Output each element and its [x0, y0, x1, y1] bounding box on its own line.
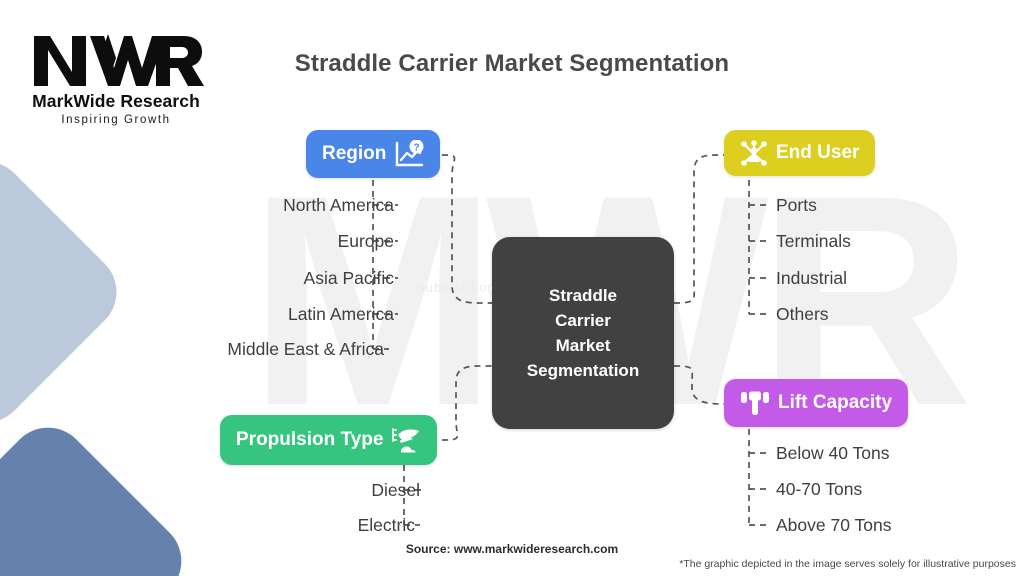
- leaf-lift-capacity-above-70-tons[interactable]: Above 70 Tons: [776, 515, 892, 535]
- branch-node-lift-capacity[interactable]: Lift Capacity: [724, 379, 909, 427]
- source-label[interactable]: Source: www.markwideresearch.com: [405, 542, 619, 556]
- leaf-propulsion-diesel[interactable]: Diesel: [371, 480, 420, 500]
- branch-node-region[interactable]: ? Region: [306, 130, 441, 178]
- branch-label-end-user: End User: [776, 142, 860, 163]
- leaf-end-user-ports[interactable]: Ports: [776, 195, 817, 215]
- branch-label-lift-capacity: Lift Capacity: [778, 392, 893, 413]
- connector-propulsion-center: [441, 365, 493, 441]
- connector-center-enduser: [673, 154, 725, 304]
- disclaimer-note: *The graphic depicted in the image serve…: [679, 558, 1016, 570]
- branch-label-region: Region: [322, 143, 387, 164]
- connector-region-center: [441, 154, 493, 304]
- svg-text:?: ?: [414, 143, 420, 154]
- airplane-cloud-icon: [391, 425, 421, 455]
- center-node-label: Straddle Carrier Market Segmentation: [526, 286, 640, 380]
- brand-name: MarkWide Research: [32, 91, 200, 111]
- network-hub-icon: [740, 140, 768, 166]
- connector-center-liftcapacity: [673, 365, 725, 405]
- brand-tagline: Inspiring Growth: [61, 114, 171, 126]
- page-title: Straddle Carrier Market Segmentation: [294, 50, 730, 77]
- leaf-region-latin-america[interactable]: Latin America: [287, 304, 394, 324]
- logo: MarkWide Research Inspiring Growth: [28, 28, 204, 126]
- dumbbell-icon: [740, 389, 770, 417]
- leaf-end-user-terminals[interactable]: Terminals: [776, 231, 851, 251]
- mwr-logo-icon: [34, 34, 204, 86]
- leaf-lift-capacity-below-40-tons[interactable]: Below 40 Tons: [776, 443, 890, 463]
- chart-question-icon: ?: [394, 140, 424, 168]
- leaf-region-north-america[interactable]: North America: [283, 195, 394, 215]
- branch-node-end-user[interactable]: End User: [724, 130, 876, 176]
- branch-node-propulsion-type[interactable]: Propulsion Type: [220, 415, 438, 465]
- leaf-end-user-others[interactable]: Others: [776, 304, 829, 324]
- leaf-propulsion-electric[interactable]: Electric: [357, 515, 415, 535]
- leaf-region-middle-east-africa[interactable]: Middle East & Africa: [227, 339, 384, 359]
- leaf-end-user-industrial[interactable]: Industrial: [776, 268, 848, 288]
- leaf-lift-capacity-40-70-tons[interactable]: 40-70 Tons: [776, 479, 863, 499]
- leaf-region-europe[interactable]: Europe: [337, 231, 394, 251]
- leaf-region-asia-pacific[interactable]: Asia Pacific: [303, 268, 394, 288]
- branch-label-propulsion-type: Propulsion Type: [236, 429, 384, 450]
- center-node[interactable]: Straddle Carrier Market Segmentation: [492, 237, 674, 429]
